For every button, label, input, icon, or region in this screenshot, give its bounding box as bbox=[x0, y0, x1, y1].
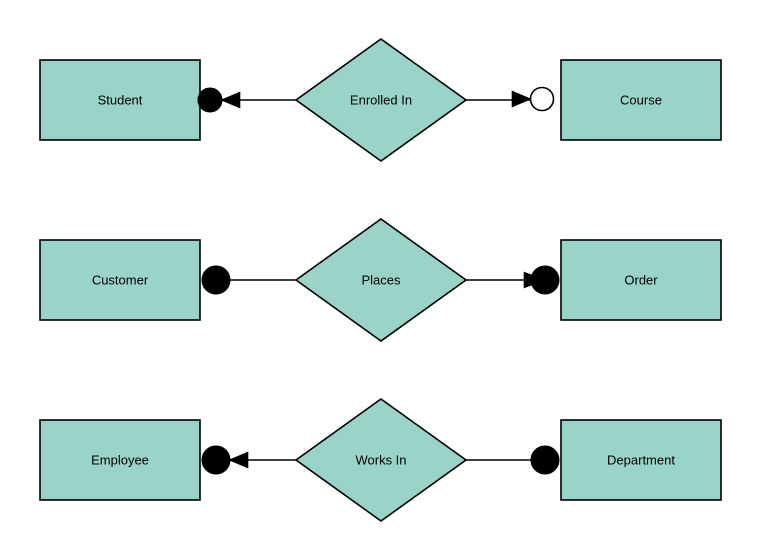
arrowhead-left-employee bbox=[228, 451, 249, 469]
entity-box-department[interactable] bbox=[560, 419, 722, 501]
cardinality-marker-filled-circle-employee[interactable] bbox=[201, 445, 231, 475]
entity-label-customer: Customer bbox=[92, 272, 149, 287]
entity-label-course: Course bbox=[620, 92, 662, 107]
entity-box-order[interactable] bbox=[560, 239, 722, 321]
entity-label-student: Student bbox=[98, 92, 143, 107]
entity-box-student[interactable] bbox=[39, 59, 201, 141]
relationship-diamond-places[interactable] bbox=[294, 218, 468, 342]
relationship-row-2: Customer Places Order bbox=[39, 218, 722, 342]
relationship-diamond-works-in[interactable] bbox=[294, 398, 468, 522]
cardinality-marker-filled-circle-customer[interactable] bbox=[201, 265, 231, 295]
entity-box-course[interactable] bbox=[560, 59, 722, 141]
entity-box-customer[interactable] bbox=[39, 239, 201, 321]
cardinality-marker-open-circle-course[interactable] bbox=[529, 86, 555, 112]
arrowhead-left-student bbox=[220, 91, 241, 109]
entity-box-employee[interactable] bbox=[39, 419, 201, 501]
relationship-row-1: Student Enrolled In Course bbox=[39, 38, 722, 162]
relationship-label-works-in: Works In bbox=[355, 452, 406, 467]
entity-label-department: Department bbox=[607, 452, 675, 467]
entity-label-order: Order bbox=[624, 272, 658, 287]
cardinality-marker-filled-circle-student[interactable] bbox=[197, 87, 223, 113]
relationship-row-3: Employee Works In Department bbox=[39, 398, 722, 522]
arrowhead-right-course bbox=[511, 90, 532, 108]
relationship-label-enrolled-in: Enrolled In bbox=[350, 92, 412, 107]
cardinality-marker-filled-circle-department[interactable] bbox=[530, 445, 560, 475]
relationship-diamond-enrolled-in[interactable] bbox=[294, 38, 468, 162]
relationship-label-places: Places bbox=[361, 272, 401, 287]
cardinality-marker-filled-circle-order[interactable] bbox=[530, 265, 560, 295]
entity-label-employee: Employee bbox=[91, 452, 149, 467]
